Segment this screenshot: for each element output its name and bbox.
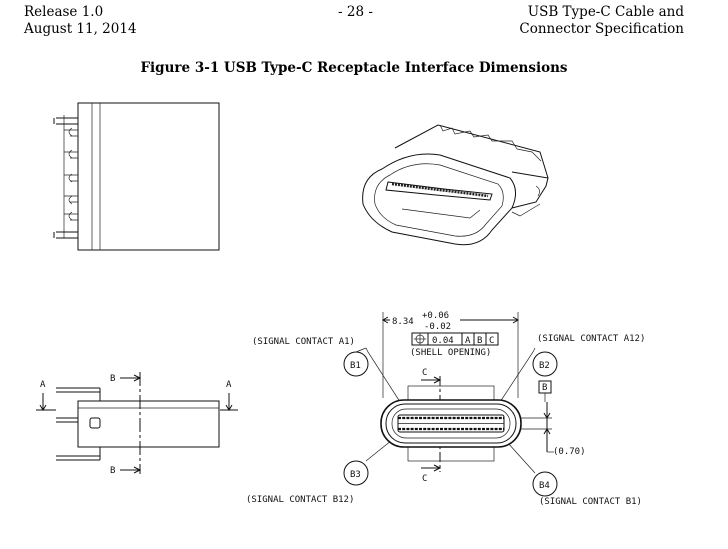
header-right: USB Type-C Cable and Connector Specifica… bbox=[519, 4, 684, 38]
release-label: Release 1.0 bbox=[24, 4, 104, 20]
section-view-drawing: A A B B bbox=[36, 372, 238, 476]
signal-contact-a1: (SIGNAL CONTACT A1) bbox=[252, 337, 355, 347]
bubble-b4: B4 bbox=[539, 481, 550, 491]
figure-caption: Figure 3-1 USB Type-C Receptacle Interfa… bbox=[140, 60, 568, 76]
fcf-datum-b: B bbox=[477, 336, 482, 346]
bubble-b2: B2 bbox=[539, 361, 550, 371]
fcf-tolerance: 0.04 bbox=[432, 336, 454, 346]
isometric-view-drawing bbox=[362, 124, 549, 246]
signal-contact-b12: (SIGNAL CONTACT B12) bbox=[246, 495, 354, 505]
section-b-label-bottom: B bbox=[110, 466, 115, 476]
bubble-b1: B1 bbox=[350, 361, 361, 371]
doc-title-line2: Connector Specification bbox=[519, 21, 684, 37]
section-b-label-top: B bbox=[110, 374, 115, 384]
signal-contact-a12: (SIGNAL CONTACT A12) bbox=[537, 334, 645, 344]
fcf-datum-c: C bbox=[489, 336, 494, 346]
front-view-drawing: 8.34 +0.06 -0.02 0.04 A B C (SHELL OPENI… bbox=[246, 311, 645, 507]
doc-title-line1: USB Type-C Cable and bbox=[527, 4, 684, 20]
section-a-label-right: A bbox=[226, 380, 232, 390]
shell-opening-label: (SHELL OPENING) bbox=[410, 348, 491, 358]
page-number: - 28 - bbox=[338, 4, 373, 20]
section-a-label-left: A bbox=[40, 380, 46, 390]
section-c-label-top: C bbox=[422, 368, 427, 378]
signal-contact-b1: (SIGNAL CONTACT B1) bbox=[539, 497, 642, 507]
header-left: Release 1.0 August 11, 2014 bbox=[24, 4, 137, 38]
tolerance-minus: -0.02 bbox=[424, 322, 451, 332]
date-label: August 11, 2014 bbox=[24, 21, 137, 37]
side-view-drawing bbox=[53, 102, 220, 251]
bubble-b3: B3 bbox=[350, 470, 361, 480]
width-dimension: 8.34 bbox=[392, 317, 414, 327]
section-c-label-bottom: C bbox=[422, 474, 427, 484]
fcf-datum-a: A bbox=[465, 336, 471, 346]
dimension-070: (0.70) bbox=[553, 447, 586, 457]
tolerance-plus: +0.06 bbox=[422, 311, 449, 321]
datum-b-box: B bbox=[542, 383, 547, 393]
